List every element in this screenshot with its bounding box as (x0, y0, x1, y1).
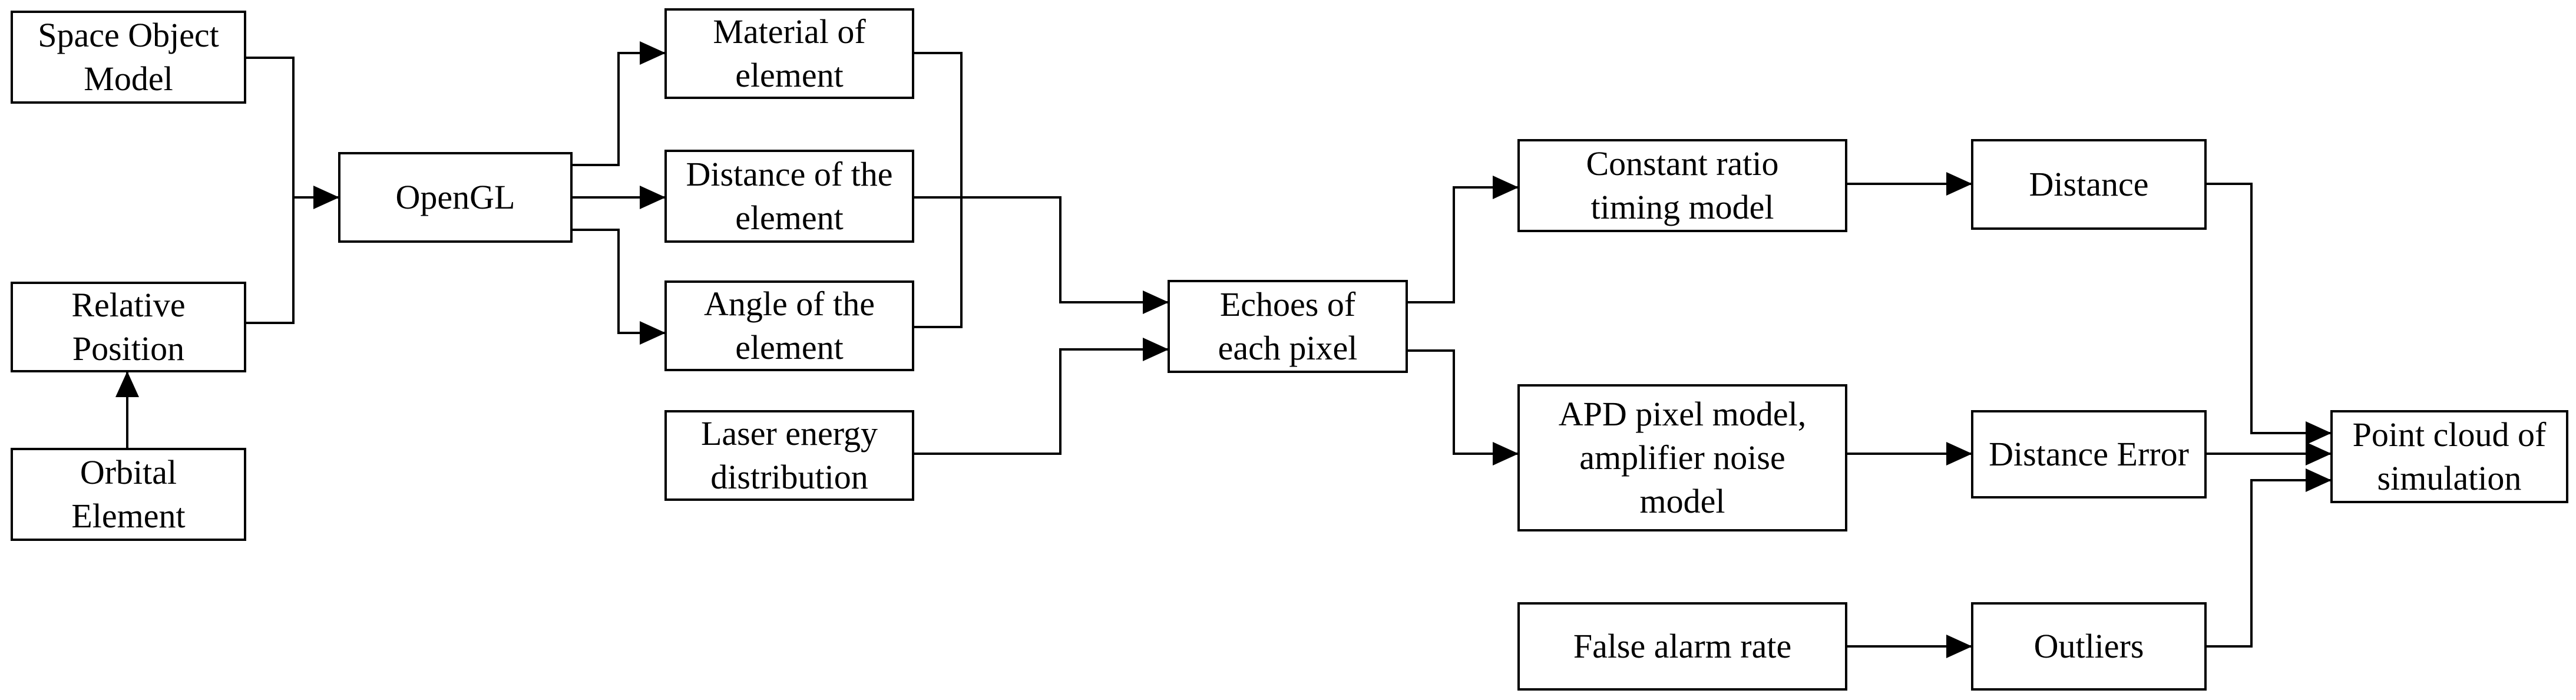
node-label-line: distribution (710, 458, 868, 496)
node-label-line: Position (72, 329, 185, 368)
edge-material-to-bus (914, 52, 963, 328)
node-label-line: Distance of the (686, 154, 893, 193)
node-relative-position: Relative Position (11, 282, 246, 372)
node-label-line: timing model (1590, 188, 1774, 226)
node-label-line: False alarm rate (1573, 626, 1792, 665)
node-false-alarm-rate: False alarm rate (1517, 602, 1847, 691)
edge-relative-position-to-opengl (246, 197, 295, 324)
edge-opengl-to-angle (573, 229, 666, 345)
node-material-of-element: Material of element (664, 8, 914, 99)
edge-outliers-to-point-cloud (2207, 468, 2332, 648)
node-label-line: Relative (71, 285, 186, 324)
node-distance-of-element: Distance of the element (664, 150, 914, 243)
node-label-line: Echoes of (1219, 285, 1356, 323)
node-label-line: Orbital (80, 453, 177, 491)
node-outliers: Outliers (1971, 602, 2207, 691)
node-label-line: OpenGL (395, 177, 515, 216)
node-label-line: Laser energy (700, 414, 878, 453)
node-label-line: APD pixel model, (1558, 394, 1807, 433)
node-angle-of-element: Angle of the element (664, 280, 914, 371)
edge-opengl-to-material (573, 41, 666, 166)
node-label-line: Space Object (38, 15, 219, 54)
node-label-line: Distance (2029, 164, 2149, 203)
node-opengl: OpenGL (338, 152, 573, 243)
node-laser-energy-distribution: Laser energy distribution (664, 410, 914, 501)
edge-laser-to-echoes (914, 338, 1169, 455)
node-label-line: amplifier noise (1579, 438, 1785, 477)
node-space-object-model: Space Object Model (11, 11, 246, 104)
node-label-line: element (735, 199, 844, 237)
node-point-cloud-of-simulation: Point cloud of simulation (2330, 410, 2568, 503)
node-label-line: Outliers (2033, 626, 2144, 665)
node-label-line: Point cloud of (2352, 415, 2547, 454)
edge-space-object-to-opengl (246, 57, 295, 197)
node-label-line: Element (71, 497, 186, 535)
node-label-line: element (735, 56, 844, 94)
edge-echoes-to-constant-ratio (1408, 176, 1519, 303)
node-label-line: Distance Error (1989, 434, 2189, 473)
node-label-line: each pixel (1218, 329, 1358, 367)
node-constant-ratio-timing-model: Constant ratio timing model (1517, 139, 1847, 232)
edge-echoes-to-apd (1408, 349, 1519, 465)
node-label-line: element (735, 328, 844, 366)
node-echoes-of-each-pixel: Echoes of each pixel (1168, 280, 1408, 373)
node-label-line: Material of (713, 12, 866, 51)
node-label-line: Model (84, 60, 173, 98)
node-label-line: model (1639, 482, 1725, 521)
edge-distance-to-point-cloud (2207, 183, 2332, 445)
edge-distance-to-echoes (914, 196, 1169, 314)
node-distance-error: Distance Error (1971, 410, 2207, 498)
node-label-line: simulation (2377, 459, 2522, 497)
node-label-line: Angle of the (704, 284, 875, 323)
node-orbital-element: Orbital Element (11, 448, 246, 541)
node-label-line: Constant ratio (1586, 144, 1779, 183)
node-distance: Distance (1971, 139, 2207, 230)
node-apd-pixel-model: APD pixel model, amplifier noise model (1517, 384, 1847, 531)
